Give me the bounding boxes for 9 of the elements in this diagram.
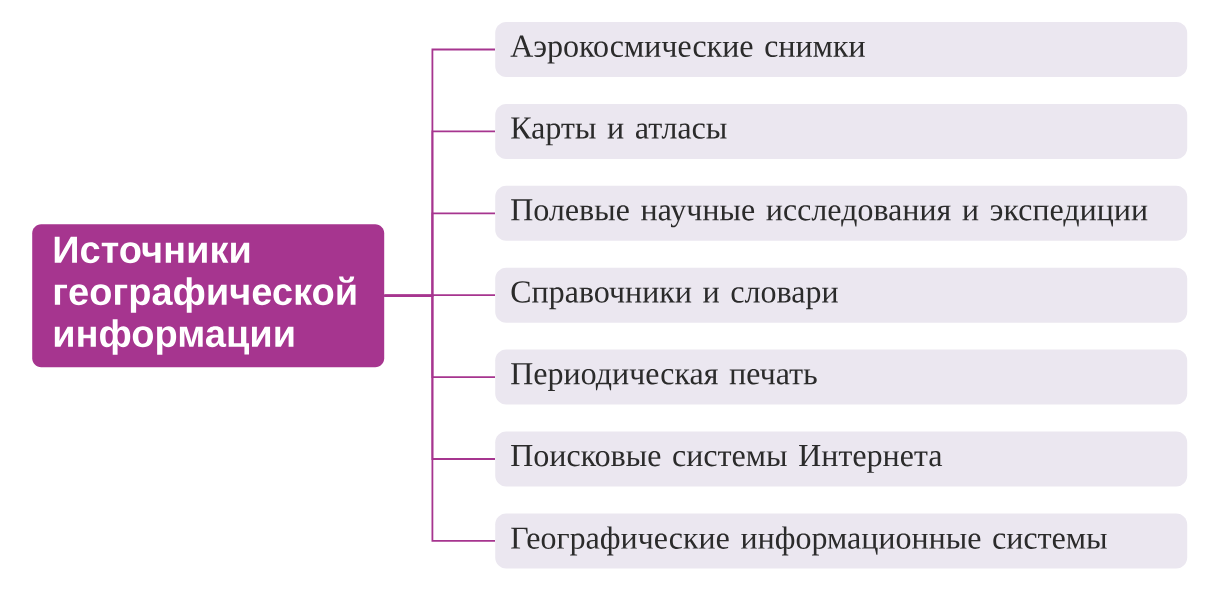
source-box: Справочники и словари xyxy=(495,267,1188,323)
source-box: Периодическая печать xyxy=(495,349,1188,405)
source-box: Полевые научные исследования и экспедиции xyxy=(495,185,1188,241)
connector-line xyxy=(383,294,496,542)
topic-box: Источники географической информации xyxy=(32,224,385,368)
source-box: Географические информационные системы xyxy=(495,513,1188,569)
source-box: Аэрокосмические снимки xyxy=(495,22,1188,77)
source-box: Карты и атласы xyxy=(495,103,1188,159)
source-box: Поисковые системы Интернета xyxy=(495,431,1188,487)
